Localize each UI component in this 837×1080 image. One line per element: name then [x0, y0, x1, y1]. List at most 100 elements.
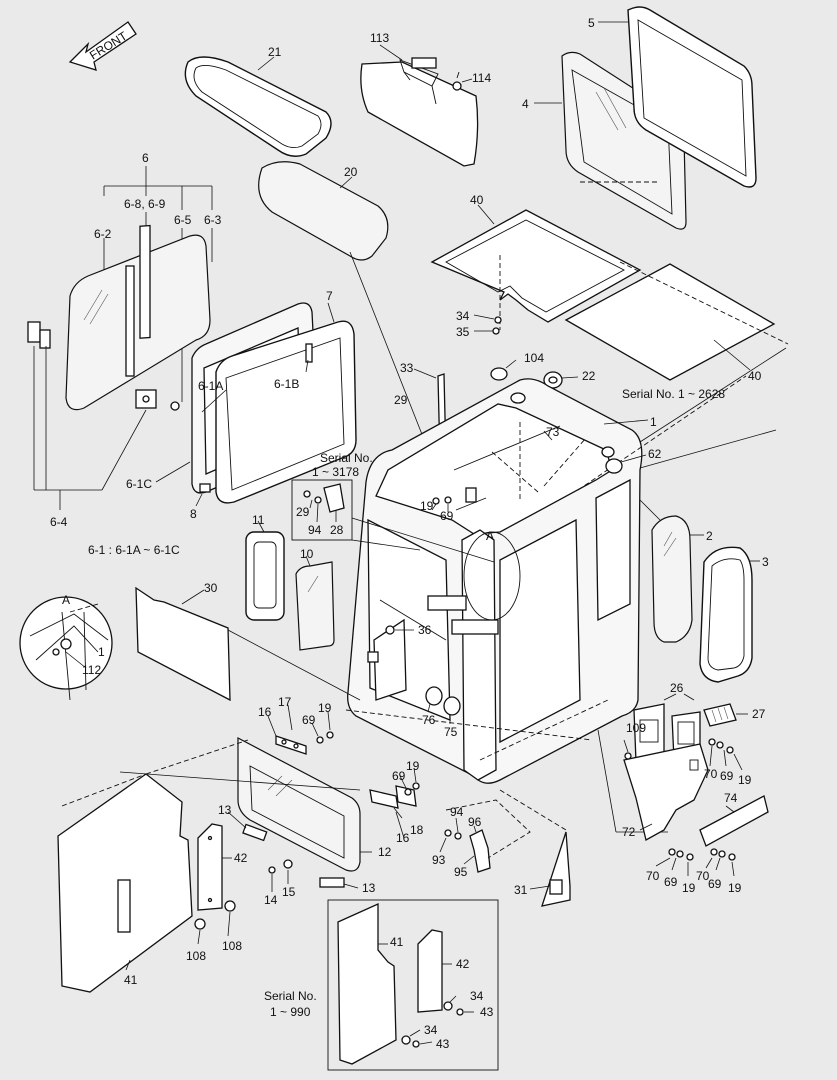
label-19c: 19: [406, 759, 420, 773]
label-69d: 69: [392, 769, 406, 783]
label-108b: 108: [222, 939, 242, 953]
hinge-17-icon: [275, 735, 307, 755]
serial-990-line2: 1 ~ 990: [270, 1005, 311, 1019]
label-112: 112: [82, 663, 101, 677]
label-6-1B: 6-1B: [274, 377, 299, 391]
label-95: 95: [454, 865, 468, 879]
label-6-5: 6-5: [174, 213, 192, 227]
plate-31: [541, 831, 571, 907]
door-rail-6-9-icon: [125, 265, 135, 377]
label-1: 1: [650, 415, 657, 429]
label-42b: 42: [456, 957, 470, 971]
label-70c: 70: [696, 869, 710, 883]
label-109: 109: [626, 721, 646, 735]
detail-a-cab-label: A: [486, 529, 494, 543]
panel-41: [57, 739, 249, 993]
label-19a: 19: [420, 499, 434, 513]
sun-visor-113: [360, 57, 479, 167]
label-18: 18: [410, 823, 424, 837]
label-113: 113: [370, 31, 389, 45]
label-62: 62: [648, 447, 662, 461]
label-74: 74: [724, 791, 738, 805]
label-40b: 40: [748, 369, 762, 383]
serial-990-line1: Serial No.: [264, 989, 317, 1003]
label-6-1A: 6-1A: [198, 379, 223, 393]
vent-27-icon: [703, 703, 737, 727]
label-69f: 69: [708, 877, 722, 891]
label-6-4: 6-4: [50, 515, 68, 529]
label-35: 35: [456, 325, 470, 339]
label-34b: 34: [470, 989, 484, 1003]
label-4: 4: [522, 97, 529, 111]
label-7: 7: [326, 289, 333, 303]
label-31: 31: [514, 883, 528, 897]
label-76: 76: [422, 713, 436, 727]
label-94b: 94: [450, 805, 464, 819]
label-16b: 16: [396, 831, 410, 845]
label-69c: 69: [720, 769, 734, 783]
door-rail-6-8-icon: [139, 224, 151, 339]
label-19b: 19: [318, 701, 332, 715]
door-seal-7: [215, 320, 357, 504]
label-40a: 40: [470, 193, 484, 207]
label-20: 20: [344, 165, 358, 179]
label-27: 27: [752, 707, 766, 721]
bushing-76-icon: [425, 686, 443, 706]
label-43a: 43: [480, 1005, 494, 1019]
serial-2628-note: Serial No. 1 ~ 2628: [622, 387, 725, 401]
front-label: FRONT: [87, 28, 130, 62]
label-6-3: 6-3: [204, 213, 222, 227]
serial-990-inset-frame: [327, 899, 499, 1071]
label-19e: 19: [682, 881, 696, 895]
label-41a: 41: [124, 973, 138, 987]
serial-3178-inset-frame: [291, 479, 353, 541]
pad-13a-icon: [242, 823, 268, 842]
duct-74: [699, 795, 769, 847]
rear-seal-5: [627, 6, 757, 188]
label-19d: 19: [738, 773, 752, 787]
label-41b: 41: [390, 935, 404, 949]
label-69b: 69: [302, 713, 316, 727]
roof-panel-40: [430, 209, 642, 330]
label-12: 12: [378, 845, 392, 859]
grommet-104: [490, 367, 508, 381]
label-30: 30: [204, 581, 218, 595]
pad-13b-icon: [319, 877, 345, 888]
side-seal-3: [699, 546, 753, 683]
label-6: 6: [142, 151, 149, 165]
label-13a: 13: [218, 803, 232, 817]
label-93: 93: [432, 853, 446, 867]
serial-3178-line2: 1 ~ 3178: [312, 465, 359, 479]
label-96: 96: [468, 815, 482, 829]
rear-glass-4: [561, 51, 687, 230]
label-104: 104: [524, 351, 544, 365]
label-108a: 108: [186, 949, 206, 963]
label-34a: 34: [456, 309, 470, 323]
grommet-62-icon: [605, 458, 623, 474]
label-70a: 70: [704, 767, 718, 781]
bracket-28-icon: [323, 483, 345, 513]
roof-glass-20: [258, 161, 389, 261]
detail-a-label: A: [62, 593, 70, 607]
label-10: 10: [300, 547, 314, 561]
label-33: 33: [400, 361, 414, 375]
label-2: 2: [706, 529, 713, 543]
door-glass-set-note: 6-1 : 6-1A ~ 6-1C: [88, 543, 180, 557]
label-29b: 29: [296, 505, 310, 519]
panel-42: [197, 823, 223, 911]
latch-6-4-icon: [27, 321, 157, 409]
label-42a: 42: [234, 851, 248, 865]
small-seal-11: [245, 531, 285, 621]
serial-3178-line1: Serial No.: [320, 451, 373, 465]
floor-mat-40: [564, 261, 789, 381]
label-19f: 19: [728, 881, 742, 895]
label-69e: 69: [664, 875, 678, 889]
label-72: 72: [622, 825, 636, 839]
label-17: 17: [278, 695, 292, 709]
panel-42-variant: [417, 929, 443, 1013]
bushing-75-icon: [443, 696, 461, 716]
label-6-2: 6-2: [94, 227, 112, 241]
label-28: 28: [330, 523, 344, 537]
duct-72: [623, 743, 709, 841]
